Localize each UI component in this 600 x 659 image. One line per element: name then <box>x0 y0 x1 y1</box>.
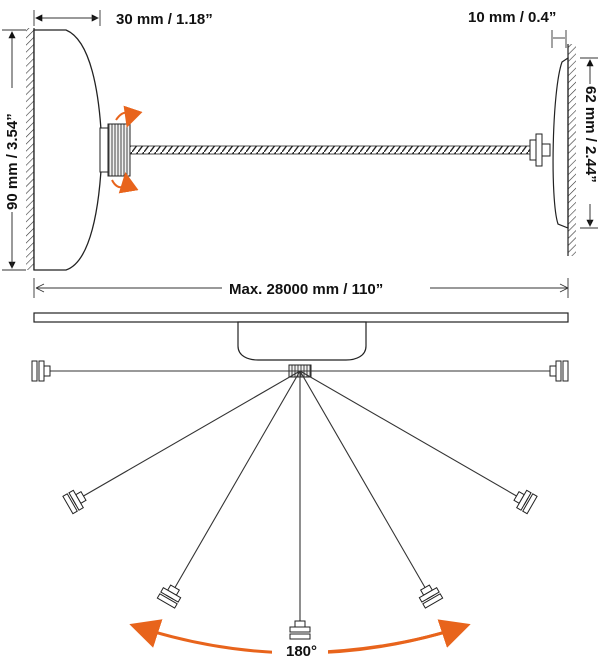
rotation-indicator <box>111 105 143 194</box>
hook-position-0 <box>549 360 569 382</box>
hook-position-4 <box>156 584 182 609</box>
hook-position-1 <box>513 489 538 515</box>
hook-position-2 <box>418 584 444 609</box>
receiver-plate <box>552 56 569 229</box>
housing-body <box>33 29 103 271</box>
housing-top-view <box>237 321 367 361</box>
rope-position-5 <box>83 370 301 497</box>
receiver-hook <box>529 133 551 167</box>
right-wall <box>567 44 576 256</box>
rope-fan <box>31 360 569 640</box>
housing-depth-dimension <box>33 10 101 26</box>
receiver-depth-dimension <box>551 30 567 48</box>
rope-position-1 <box>299 370 517 497</box>
hook-position-6 <box>31 360 51 382</box>
max-length-dimension <box>33 278 569 298</box>
housing-diameter-label: 90 mm / 3.54” <box>4 113 21 210</box>
housing-diameter-dimension <box>2 29 26 271</box>
hook-position-3 <box>289 620 311 640</box>
max-length-label: Max. 28000 mm / 110” <box>229 281 383 298</box>
rope-position-4 <box>174 370 301 588</box>
receiver-diameter-dimension <box>580 57 598 229</box>
rope-position-2 <box>299 370 426 588</box>
left-wall <box>26 28 35 270</box>
receiver-diameter-label: 62 mm / 2.44” <box>582 86 599 183</box>
knob <box>99 123 131 177</box>
rope <box>129 145 531 155</box>
mounting-wall-top-view <box>33 312 569 323</box>
hook-position-5 <box>62 489 87 515</box>
rotation-angle-label: 180° <box>286 643 317 659</box>
housing-depth-label: 30 mm / 1.18” <box>116 11 213 28</box>
receiver-depth-label: 10 mm / 0.4” <box>468 9 556 26</box>
